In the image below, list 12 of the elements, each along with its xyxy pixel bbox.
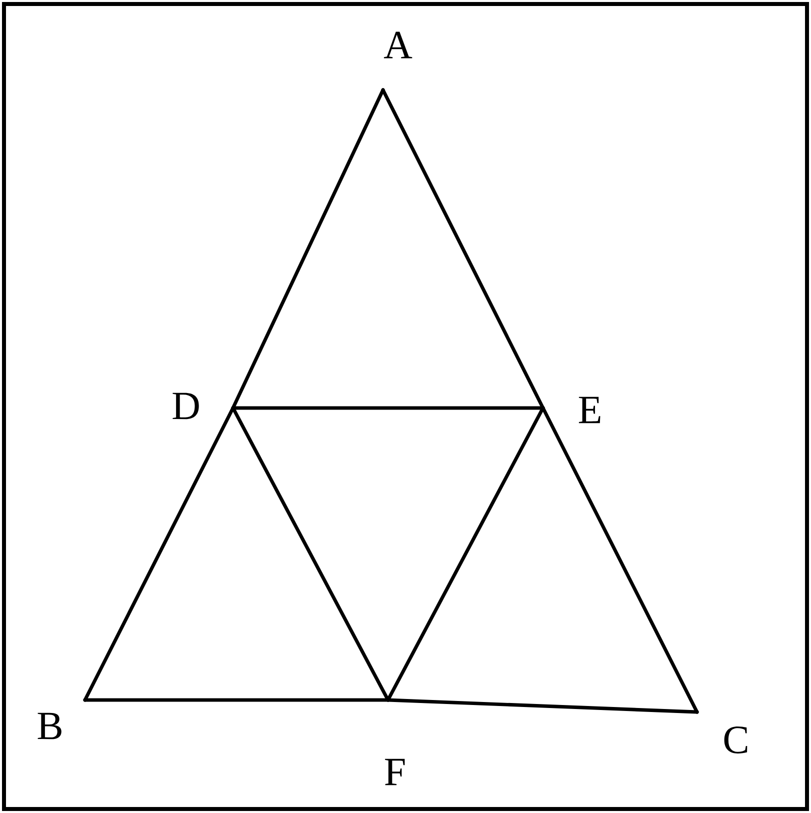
point-label: E xyxy=(578,396,600,424)
line-segment xyxy=(83,406,235,702)
point-label: D xyxy=(172,392,199,420)
line-segment xyxy=(231,406,390,702)
line-segment xyxy=(386,698,699,714)
point-label: B xyxy=(38,712,62,740)
line-segment xyxy=(231,406,545,410)
point-label: C xyxy=(724,726,748,754)
line-segment xyxy=(541,406,699,714)
line-segment xyxy=(386,406,545,702)
point-label: F xyxy=(385,758,405,786)
point-label: A xyxy=(384,32,412,58)
